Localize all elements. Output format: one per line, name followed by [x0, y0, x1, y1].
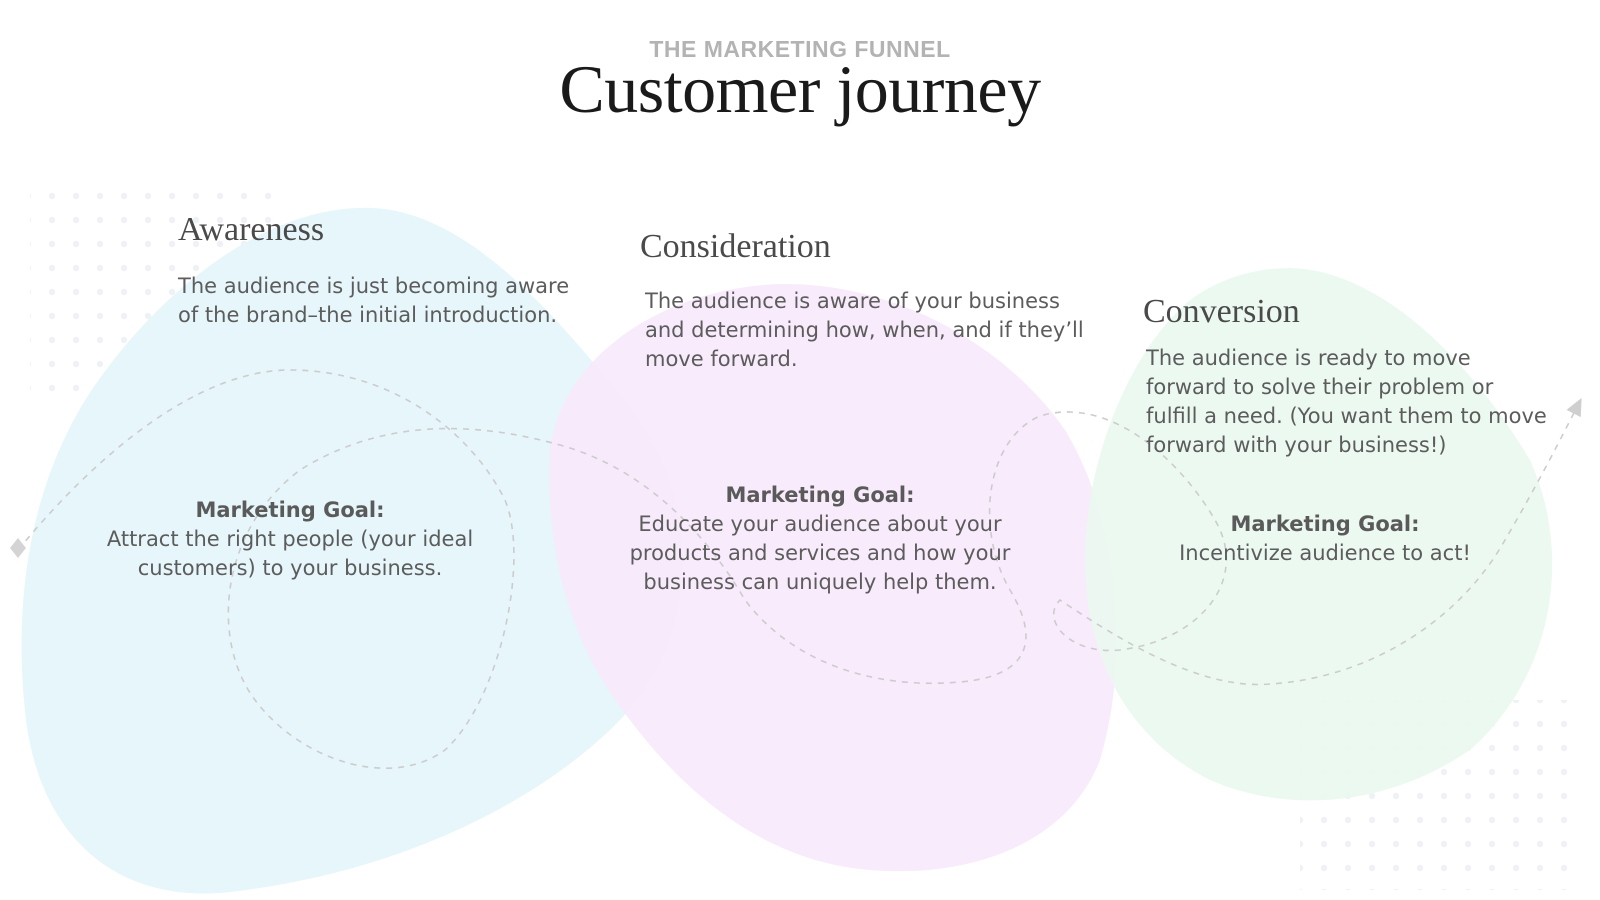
page-title: Customer journey	[559, 51, 1041, 127]
consideration-goal-text: Educate your audience about your product…	[629, 512, 1011, 594]
consideration-goal: Marketing Goal: Educate your audience ab…	[620, 481, 1020, 597]
awareness-goal: Marketing Goal: Attract the right people…	[100, 496, 480, 583]
consideration-blob	[549, 283, 1117, 872]
conversion-blob	[1085, 268, 1553, 801]
awareness-blob	[21, 207, 683, 894]
awareness-title: Awareness	[178, 211, 325, 248]
journey-start-marker	[10, 538, 26, 558]
awareness-description: The audience is just becoming aware of t…	[178, 274, 570, 327]
journey-path	[17, 369, 1582, 770]
conversion-goal: Marketing Goal: Incentivize audience to …	[1140, 510, 1510, 568]
consideration-goal-label: Marketing Goal:	[725, 483, 915, 507]
conversion-goal-text: Incentivize audience to act!	[1179, 541, 1471, 565]
conversion-title: Conversion	[1143, 293, 1300, 330]
conversion-description: The audience is ready to move forward to…	[1146, 346, 1547, 457]
conversion-goal-label: Marketing Goal:	[1230, 512, 1420, 536]
consideration-title: Consideration	[640, 228, 831, 265]
eyebrow-label: THE MARKETING FUNNEL	[649, 36, 951, 62]
awareness-goal-label: Marketing Goal:	[195, 498, 385, 522]
awareness-goal-text: Attract the right people (your ideal cus…	[106, 527, 474, 580]
consideration-description: The audience is aware of your business a…	[645, 289, 1084, 371]
